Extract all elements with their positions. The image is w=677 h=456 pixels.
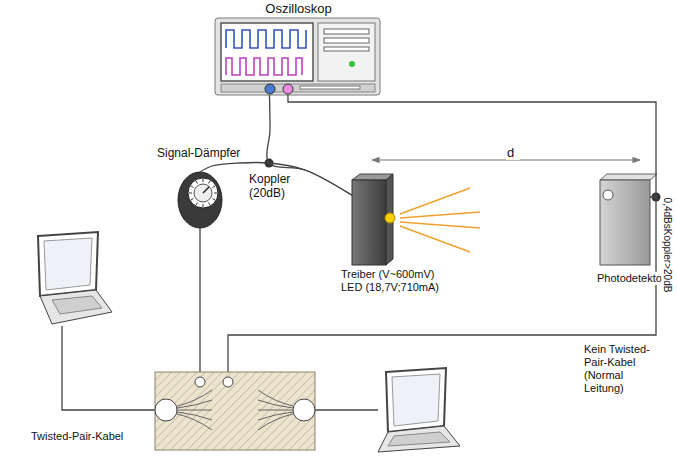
node-label: Signal-Dämpfer — [156, 146, 248, 160]
cable-label: Twisted-Pair-Kabel — [30, 430, 152, 443]
distance-label: d — [506, 145, 520, 160]
oscilloscope-icon — [215, 18, 380, 95]
led-driver-node: Treiber (V~600mV) LED (18,7V;710mA) — [352, 180, 386, 265]
attenuator-icon — [178, 172, 222, 228]
photodetector-node: Photodetektor — [600, 180, 650, 265]
coupler-label: Koppler (20dB) — [248, 172, 300, 200]
node-label: Oszilloskop — [215, 1, 382, 16]
laptop-icon — [38, 232, 112, 324]
cable-note: Kein Twisted-Pair-Kabel (Normal Leitung) — [583, 343, 657, 395]
oscilloscope-node: Oszilloskop — [215, 18, 380, 95]
laptop-icon — [378, 368, 460, 452]
node-label: Treiber (V~600mV) LED (18,7V;710mA) — [340, 268, 454, 294]
cable — [288, 95, 656, 197]
network-hub — [155, 372, 315, 450]
cable — [62, 197, 656, 410]
attenuator-node: Signal-Dämpfer — [178, 172, 222, 228]
coupler-note: 0,4dBsKoppler>20dB — [661, 197, 673, 294]
photodetector-icon — [600, 174, 657, 265]
led-driver-icon — [352, 174, 480, 265]
